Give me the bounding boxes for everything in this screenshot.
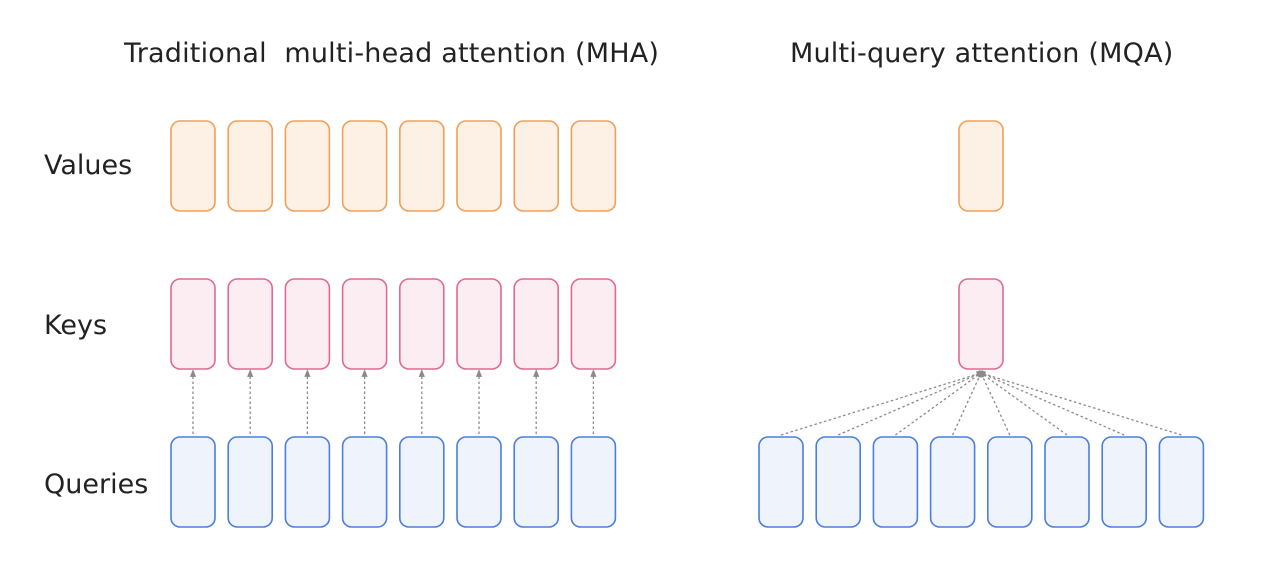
queries-row-label: Queries xyxy=(44,469,149,500)
mha-value-head xyxy=(170,120,216,212)
mqa-query-key-arrow xyxy=(837,371,985,436)
mha-key-head xyxy=(227,278,273,370)
mha-query-head xyxy=(284,436,331,528)
mha-query-head xyxy=(398,436,445,528)
mha-value-head xyxy=(284,120,331,212)
mha-value-head xyxy=(398,120,445,212)
mha-value-head xyxy=(341,120,388,212)
mha-key-head xyxy=(341,278,388,370)
mha-query-heads xyxy=(170,436,617,528)
mha-key-head xyxy=(570,278,617,370)
mqa-query-head xyxy=(815,436,862,528)
mha-query-head xyxy=(456,436,502,528)
mqa-query-head xyxy=(1158,436,1205,528)
mha-value-head xyxy=(513,120,560,212)
mha-query-key-arrows xyxy=(189,369,597,434)
mqa-value-heads xyxy=(958,120,1004,212)
mqa-query-head xyxy=(986,436,1033,528)
mqa-title: Multi-query attention (MQA) xyxy=(790,38,1174,69)
mha-value-head xyxy=(570,120,617,212)
mqa-key-head xyxy=(958,278,1004,370)
mqa-value-head xyxy=(958,120,1004,212)
mha-query-head xyxy=(170,436,216,528)
mha-title: Traditional multi-head attention (MHA) xyxy=(124,38,660,69)
mqa-query-key-arrow xyxy=(979,369,1011,436)
mqa-query-heads xyxy=(758,436,1205,528)
mha-query-head xyxy=(341,436,388,528)
mqa-query-key-arrow xyxy=(977,371,1182,436)
mha-value-head xyxy=(227,120,273,212)
mha-query-head xyxy=(227,436,273,528)
mha-key-head xyxy=(170,278,216,370)
values-row-label: Values xyxy=(44,150,133,181)
mha-key-head xyxy=(398,278,445,370)
mqa-query-key-arrow xyxy=(977,371,1125,436)
keys-row-label: Keys xyxy=(44,310,108,341)
mqa-query-head xyxy=(1101,436,1147,528)
mqa-query-head xyxy=(872,436,919,528)
mha-query-head xyxy=(570,436,617,528)
mha-key-head xyxy=(513,278,560,370)
mha-value-head xyxy=(456,120,502,212)
mqa-query-head xyxy=(758,436,804,528)
mqa-query-key-arrow xyxy=(952,369,983,436)
mha-value-heads xyxy=(170,120,617,212)
mqa-query-key-arrow xyxy=(780,371,985,436)
mqa-query-head xyxy=(1044,436,1090,528)
mha-key-heads xyxy=(170,278,617,370)
mqa-key-heads xyxy=(958,278,1004,370)
mha-query-head xyxy=(513,436,560,528)
mha-key-head xyxy=(284,278,331,370)
mha-key-head xyxy=(456,278,502,370)
mqa-query-key-arrows xyxy=(780,369,1182,436)
mqa-query-head xyxy=(929,436,976,528)
